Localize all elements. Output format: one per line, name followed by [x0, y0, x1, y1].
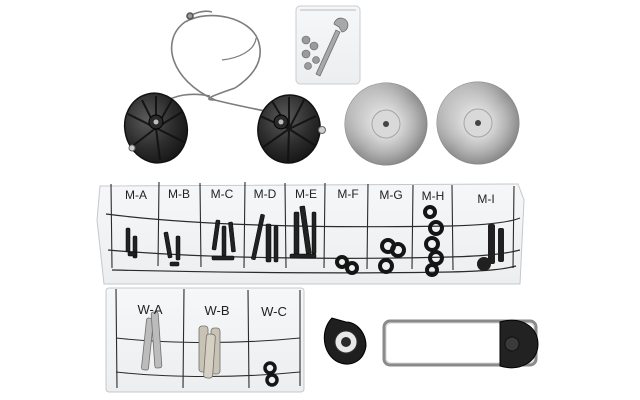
- bag-label-m-c: M-C: [210, 187, 234, 201]
- bag-label-w-c: W-C: [261, 304, 287, 319]
- wire-cable: [159, 10, 271, 113]
- bag-label-m-i: M-I: [477, 192, 495, 206]
- black-cable-pulley: [123, 92, 189, 164]
- m-parts-bag: [96, 181, 525, 285]
- bag-label-m-f: M-F: [337, 187, 359, 201]
- bag-label-m-g: M-G: [379, 188, 403, 202]
- bag-label-w-b: W-B: [204, 303, 230, 318]
- bag-label-m-h: M-H: [421, 189, 445, 203]
- black-mounting-bracket: [323, 317, 367, 365]
- bag-label-m-b: M-B: [168, 187, 190, 201]
- black-cable-pulley: [257, 94, 326, 164]
- bag-label-w-a: W-A: [137, 302, 163, 317]
- bag-label-m-a: M-A: [125, 188, 147, 202]
- small-hardware-bag-with-wrench: [295, 5, 361, 85]
- brushed-steel-cap: [344, 82, 428, 166]
- brushed-steel-cap: [436, 81, 520, 165]
- bag-label-m-d: M-D: [253, 187, 277, 201]
- wrench-icon: [315, 17, 349, 77]
- metal-handle-with-black-clip: [382, 319, 539, 369]
- w-parts-bag: [105, 287, 305, 393]
- bag-label-m-e: M-E: [295, 187, 317, 201]
